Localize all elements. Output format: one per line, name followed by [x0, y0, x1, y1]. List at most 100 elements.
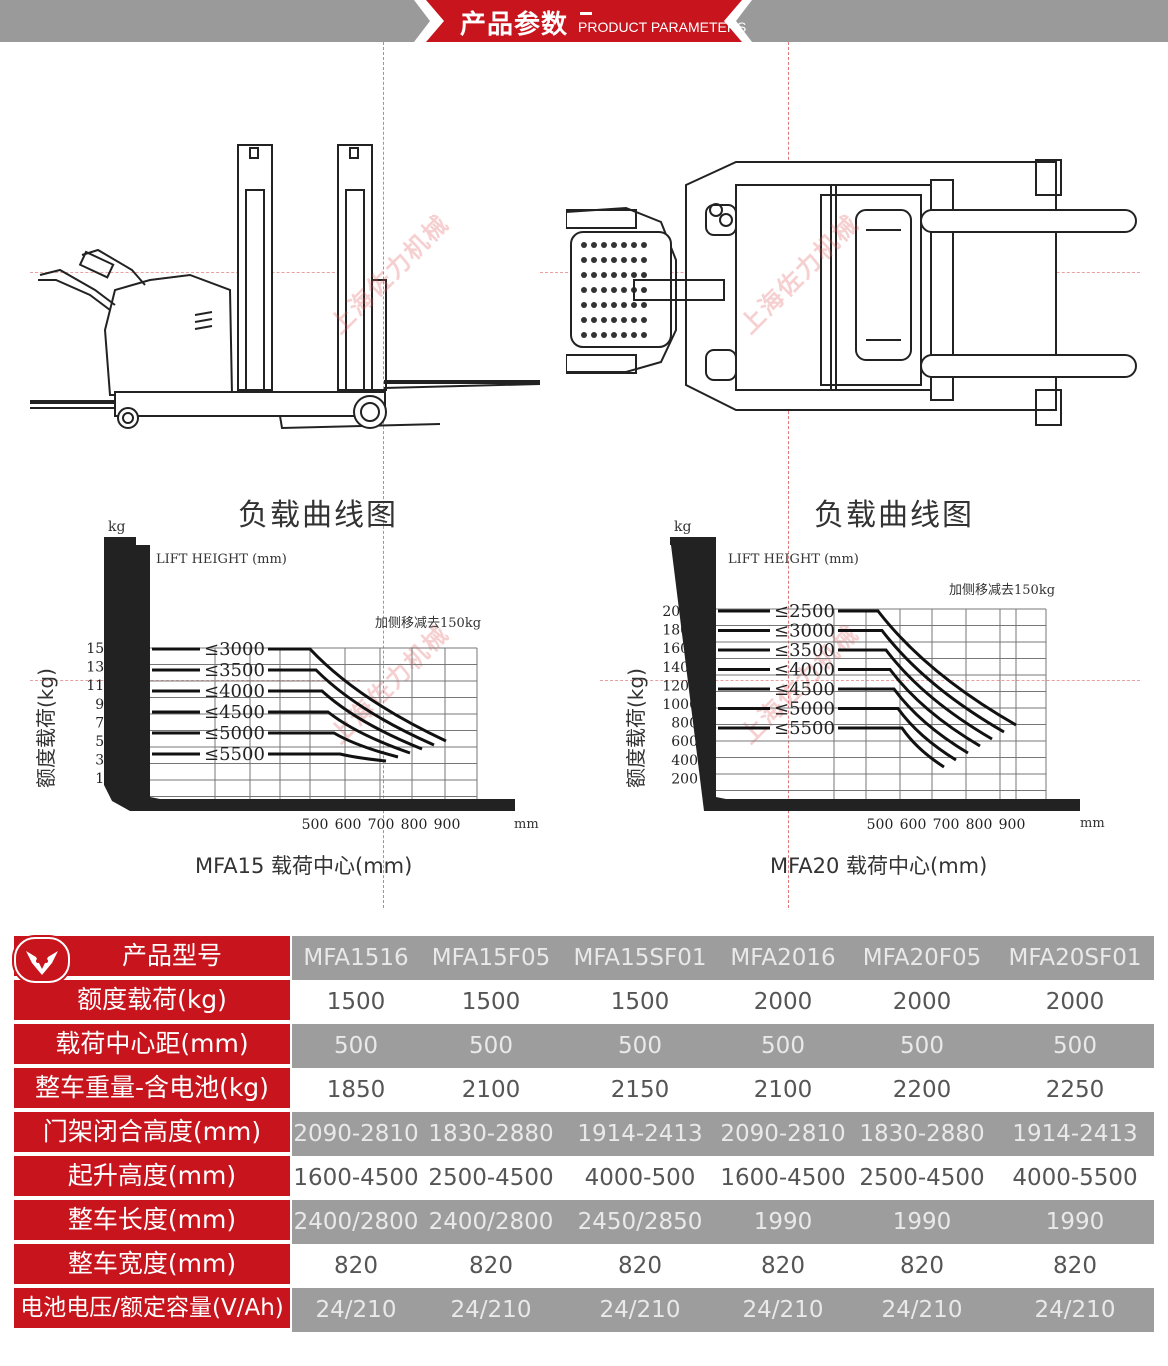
spec-value: 820	[761, 1253, 805, 1279]
spec-value: 1500	[326, 989, 386, 1015]
x-tick-label: 900	[434, 817, 461, 833]
x-tick-label: 700	[368, 817, 395, 833]
spec-value: 500	[334, 1033, 378, 1059]
lift-height-label: ≤5500	[204, 744, 265, 765]
spec-value: 500	[761, 1033, 805, 1059]
load-curve-title-right: 负载曲线图	[814, 498, 974, 533]
load-curve-line	[718, 687, 969, 755]
y-tick-label: 2000	[662, 604, 698, 620]
load-curve-line	[718, 629, 1005, 734]
brand-logo	[14, 937, 70, 983]
spec-value: 2090-2810	[720, 1121, 846, 1147]
y-tick-label: 1500	[86, 641, 122, 657]
load-curve-line	[152, 689, 423, 751]
lift-height-label: ≤3500	[204, 660, 265, 681]
header-tab	[414, 0, 752, 42]
guide-line-top-left	[30, 272, 360, 273]
lift-height-label: ≤2500	[774, 601, 835, 622]
x-tick-label: 600	[335, 817, 362, 833]
spec-value: 24/210	[881, 1297, 963, 1323]
spec-value: 1500	[461, 989, 521, 1015]
lift-height-labels: ≤3000≤3500≤4000≤4500≤5000≤5500	[204, 639, 265, 765]
header-label: 产品型号	[121, 941, 222, 970]
x-tick-label: 500	[867, 817, 894, 833]
load-curve-line	[718, 648, 993, 741]
lift-height-label: ≤4500	[774, 679, 835, 700]
x-tick-label: 900	[999, 817, 1026, 833]
spec-value: 820	[618, 1253, 662, 1279]
y-tick-label: 1300	[86, 660, 122, 676]
spec-value: 2400/2800	[428, 1209, 554, 1235]
x-tick-label: 800	[401, 817, 428, 833]
model-name: MFA15F05	[431, 945, 551, 971]
load-curve-chart-left: kg LIFT HEIGHT (mm) 加侧移减去150kg mm 150013…	[86, 519, 539, 833]
load-curves	[718, 609, 1017, 769]
spec-value: 24/210	[1034, 1297, 1116, 1323]
header-dash	[580, 12, 592, 15]
row-label: 载荷中心距(mm)	[14, 1024, 290, 1064]
y-tick-label: 200	[671, 771, 698, 787]
header-subtitle: PRODUCT PARAMETERS	[578, 19, 747, 35]
spec-value: 4000-500	[584, 1165, 696, 1191]
y-tick-label: 100	[95, 771, 122, 787]
row-label: 整车重量-含电池(kg)	[14, 1068, 290, 1108]
spec-value: 1850	[326, 1077, 386, 1103]
spec-value: 24/210	[599, 1297, 681, 1323]
model-name: MFA20F05	[862, 945, 982, 971]
x-tick-label: 800	[966, 817, 993, 833]
row-label: 电池电压/额定容量(V/Ah)	[14, 1288, 290, 1328]
spec-value: 24/210	[315, 1297, 397, 1323]
guide-line-right	[788, 42, 789, 908]
x-tick-label: 600	[900, 817, 927, 833]
load-curve-line	[152, 752, 387, 763]
spec-value: 2500-4500	[859, 1165, 985, 1191]
x-tick-label: 700	[933, 817, 960, 833]
y-tick-label: 1400	[662, 660, 698, 676]
load-curve-line	[152, 710, 411, 755]
x-unit: mm	[514, 817, 539, 832]
spec-value: 2000	[892, 989, 952, 1015]
y-axis-label-left: 额度载荷(kg)	[34, 668, 58, 788]
row-label: 起升高度(mm)	[14, 1156, 290, 1196]
lift-height-label: ≤4000	[774, 660, 835, 681]
spec-value: 2200	[892, 1077, 952, 1103]
load-curve-line	[718, 707, 957, 762]
header-title: 产品参数	[460, 10, 569, 40]
row-label: 门架闭合高度(mm)	[14, 1112, 290, 1152]
spec-value: 1830-2880	[428, 1121, 554, 1147]
spec-value: 2090-2810	[293, 1121, 419, 1147]
spec-value: 820	[1053, 1253, 1097, 1279]
side-view-drawing	[30, 144, 541, 430]
lift-height-label: ≤4500	[204, 702, 265, 723]
y-axis-label-right: 额度载荷(kg)	[624, 668, 648, 788]
load-curves	[152, 647, 447, 763]
row-label: 额度载荷(kg)	[14, 980, 290, 1020]
y-tick-label: 1600	[662, 641, 698, 657]
model-name: MFA1516	[303, 945, 409, 971]
bull-logo-icon	[26, 951, 58, 975]
spec-value: 2000	[1045, 989, 1105, 1015]
y-tick-label: 800	[671, 716, 698, 732]
spec-value: 1500	[610, 989, 670, 1015]
load-curve-line	[718, 668, 981, 748]
lift-height-label: LIFT HEIGHT (mm)	[728, 552, 859, 567]
spec-value: 820	[334, 1253, 378, 1279]
row-label: 整车长度(mm)	[14, 1200, 290, 1240]
spec-value: 2100	[461, 1077, 521, 1103]
y-tick-label: 400	[671, 753, 698, 769]
spec-value: 1914-2413	[1012, 1121, 1138, 1147]
load-curve-chart-right: kg LIFT HEIGHT (mm) 加侧移减去150kg mm 200018…	[662, 519, 1104, 833]
lift-height-label: ≤3500	[774, 640, 835, 661]
y-tick-label: 1100	[86, 678, 122, 694]
model-name: MFA15SF01	[573, 945, 707, 971]
row-label: 整车宽度(mm)	[14, 1244, 290, 1284]
lift-height-label: ≤5500	[774, 718, 835, 739]
spec-value: 2500-4500	[428, 1165, 554, 1191]
guide-line-mid-right	[600, 680, 1140, 681]
